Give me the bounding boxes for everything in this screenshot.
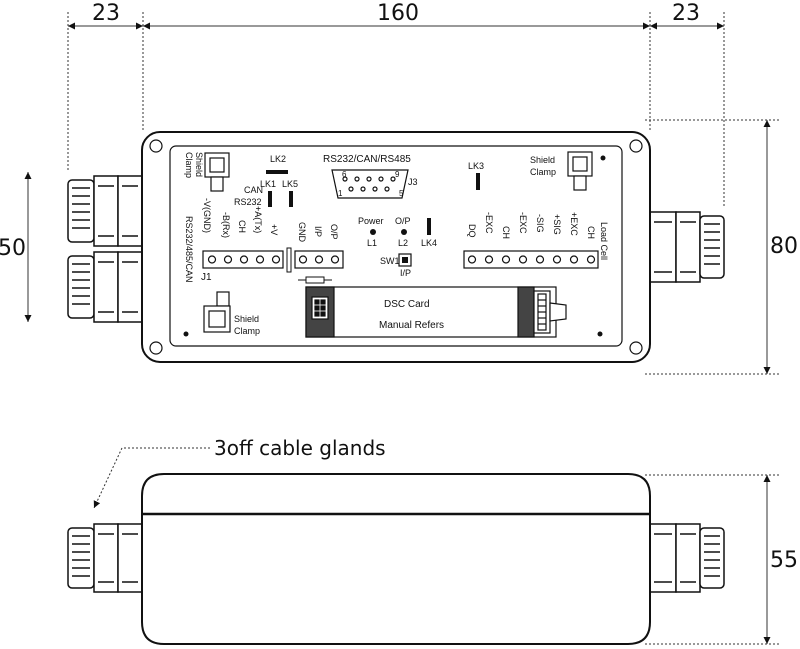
j1-label: J1 [201, 272, 212, 283]
load-cell-terminal-2: -EXC [484, 212, 494, 234]
io-terminal-label-op: O/P [329, 224, 339, 240]
terminal-separator [286, 247, 292, 273]
rs232-label: RS232 [234, 197, 262, 207]
shield-clamp-bottom-left [203, 291, 231, 333]
dim-body-width: 160 [377, 1, 419, 26]
io-terminal-label-ip: I/P [313, 226, 323, 237]
shield-clamp-bl-label-1: Shield [234, 314, 259, 324]
load-cell-terminal-7: +EXC [569, 212, 579, 236]
db9-connector-j3 [331, 169, 409, 199]
sw1-ip-label: I/P [400, 268, 411, 278]
cable-glands-callout: 3off cable glands [214, 436, 386, 460]
lk2-label: LK2 [270, 154, 286, 164]
callout-leader [93, 447, 210, 509]
db9-pin-9: 9 [395, 170, 400, 179]
shield-clamp-tl-label-1: Shield [194, 152, 204, 177]
dim-right-height: 80 [770, 234, 798, 259]
load-cell-terminal-4: -EXC [518, 212, 528, 234]
lk5-label: LK5 [282, 179, 298, 189]
j1-terminal-label-4: +A(Tx) [253, 206, 263, 233]
led-l1 [370, 229, 376, 235]
jumper-lk1 [268, 191, 272, 207]
dsc-card-label: DSC Card [384, 299, 430, 310]
shield-clamp-top-right [567, 151, 593, 191]
load-cell-terminal-3: CH [501, 226, 511, 239]
manual-refers-label: Manual Refers [379, 320, 444, 331]
mounting-hole-tr [600, 155, 606, 161]
terminal-block-j1 [202, 250, 284, 269]
jumper-lk4 [427, 218, 431, 235]
shield-clamp-tl-label-2: Clamp [184, 152, 194, 178]
cable-gland-side-left [67, 523, 143, 593]
lk3-label: LK3 [468, 161, 484, 171]
jumper-lk2 [266, 170, 288, 174]
cable-gland-top-left-2 [67, 251, 143, 323]
rs232-485-can-label: RS232/485/CAN [184, 216, 194, 283]
shield-clamp-tr-label-2: Clamp [530, 167, 556, 177]
terminal-block-io [294, 250, 344, 269]
db9-pin-5: 5 [399, 189, 404, 198]
j1-terminal-label-2: -B(Rx) [221, 212, 231, 238]
load-cell-terminal-8: CH [586, 226, 596, 239]
corner-screw-br [629, 341, 643, 355]
db9-pin-6: 6 [342, 170, 347, 179]
dim-gland-right: 23 [672, 1, 700, 26]
cable-gland-top-right [649, 211, 725, 283]
mounting-hole-bl [183, 331, 189, 337]
shield-clamp-bl-label-2: Clamp [234, 326, 260, 336]
jumper-lk3 [476, 173, 480, 190]
dsc-card [305, 286, 567, 338]
can-label: CAN [244, 185, 263, 195]
dim-left-height: 50 [0, 236, 26, 261]
j1-terminal-label-3: CH [237, 220, 247, 233]
load-cell-terminal-5: -SIG [535, 214, 545, 233]
corner-screw-tr [629, 139, 643, 153]
shield-clamp-tr-label-1: Shield [530, 155, 555, 165]
shield-clamp-top-left [204, 152, 230, 192]
sw1-label: SW1 [380, 256, 400, 266]
load-cell-terminal-1: DQ [467, 224, 477, 238]
dim-gland-left: 23 [92, 1, 120, 26]
corner-screw-tl [149, 139, 163, 153]
power-label: Power [358, 216, 384, 226]
j1-terminal-label-5: +V [269, 224, 279, 235]
j3-label: J3 [408, 177, 418, 187]
load-cell-terminal-6: +SIG [552, 214, 562, 235]
l2-label: L2 [398, 238, 408, 248]
comm-title: RS232/CAN/RS485 [323, 154, 411, 165]
l1-label: L1 [367, 238, 377, 248]
io-terminal-label-gnd: GND [297, 222, 307, 243]
cable-gland-top-left-1 [67, 175, 143, 247]
j1-terminal-label-1: -V(GND) [202, 198, 212, 233]
switch-sw1-button [402, 257, 408, 263]
mounting-hole-br [597, 331, 603, 337]
load-cell-label: Load Cell [599, 222, 609, 260]
dimension-lines [24, 12, 780, 645]
op-led-label: O/P [395, 216, 411, 226]
lk4-label: LK4 [421, 238, 437, 248]
lk1-label: LK1 [260, 179, 276, 189]
db9-pin-1: 1 [338, 189, 343, 198]
terminal-block-load-cell [463, 250, 599, 269]
jumper-lk5 [289, 191, 293, 207]
led-l2 [401, 229, 407, 235]
cable-gland-side-right [649, 523, 725, 593]
enclosure-side-view [141, 473, 651, 645]
corner-screw-bl [149, 341, 163, 355]
resistor [298, 276, 332, 284]
dim-side-height: 55 [770, 548, 798, 573]
